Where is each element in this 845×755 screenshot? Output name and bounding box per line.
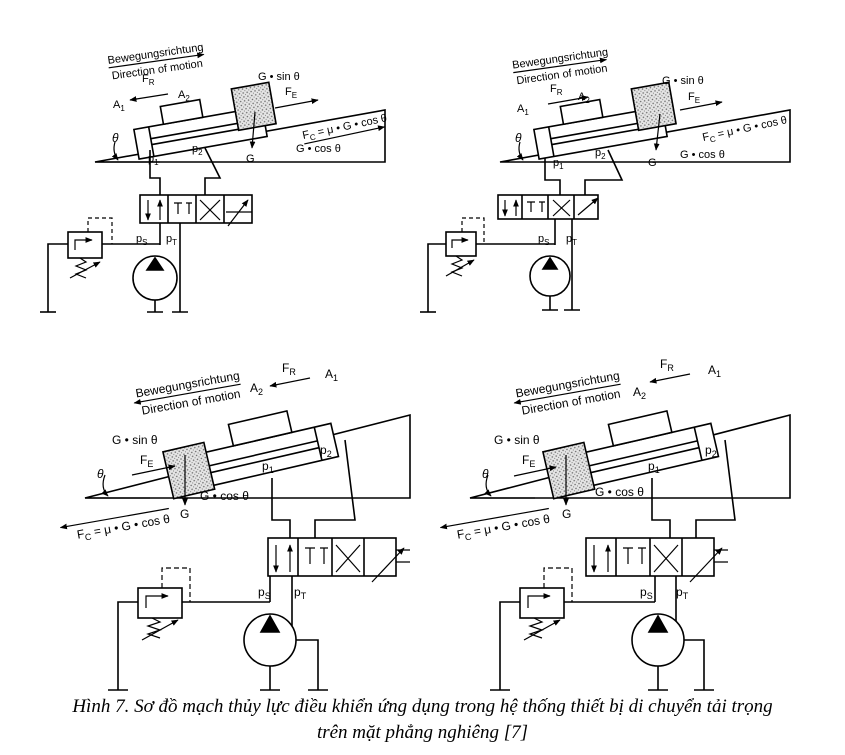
cylinder-cap	[159, 98, 204, 126]
svg-text:A1: A1	[325, 367, 338, 383]
svg-text:FR: FR	[660, 357, 674, 373]
svg-text:A2: A2	[633, 385, 646, 401]
svg-text:G • sin θ: G • sin θ	[662, 75, 704, 87]
svg-text:G • sin θ: G • sin θ	[494, 433, 540, 447]
svg-text:A1: A1	[113, 99, 125, 113]
svg-text:G • cos θ: G • cos θ	[296, 143, 341, 155]
svg-text:G: G	[562, 507, 571, 521]
svg-text:p2: p2	[192, 143, 203, 157]
svg-text:G • sin θ: G • sin θ	[112, 433, 158, 447]
svg-text:G: G	[180, 507, 189, 521]
svg-text:pT: pT	[566, 233, 577, 247]
svg-text:A2: A2	[178, 89, 190, 103]
svg-text:θ: θ	[482, 467, 489, 481]
svg-text:pS: pS	[258, 585, 271, 601]
svg-text:FR: FR	[550, 83, 563, 97]
svg-text:pS: pS	[538, 233, 549, 247]
svg-text:G: G	[246, 153, 255, 165]
svg-text:p2: p2	[320, 443, 332, 459]
svg-text:p2: p2	[705, 443, 717, 459]
svg-text:pT: pT	[294, 585, 307, 601]
svg-text:pT: pT	[166, 233, 177, 247]
figure-caption: Hình 7. Sơ đồ mạch thủy lực điều khiển ứ…	[0, 694, 845, 746]
svg-text:θ: θ	[112, 131, 119, 145]
svg-text:A1: A1	[517, 103, 529, 117]
hydraulic-circuit-figure: Bewegungsrichtung Direction of motion θ …	[40, 42, 791, 691]
svg-text:G • cos θ: G • cos θ	[200, 489, 249, 503]
svg-text:A1: A1	[708, 363, 721, 379]
svg-text:FR: FR	[142, 73, 155, 87]
svg-text:FC = μ • G • cos θ: FC = μ • G • cos θ	[701, 114, 788, 146]
svg-text:p1: p1	[648, 459, 660, 475]
svg-text:FE: FE	[285, 86, 297, 100]
svg-text:p1: p1	[148, 153, 159, 167]
svg-text:A2: A2	[250, 381, 263, 397]
svg-text:FE: FE	[688, 91, 700, 105]
circuit-panel-4: Bewegungsrichtung Direction of motion θ …	[439, 357, 791, 691]
svg-text:pT: pT	[676, 585, 689, 601]
svg-text:FR: FR	[282, 361, 296, 377]
load-block	[230, 81, 277, 132]
svg-text:p1: p1	[262, 459, 274, 475]
caption-line-2: trên mặt phẳng nghiêng [7]	[316, 722, 529, 743]
svg-text:p2: p2	[595, 147, 606, 161]
svg-text:pS: pS	[136, 233, 147, 247]
svg-text:G • cos θ: G • cos θ	[680, 149, 725, 161]
circuit-panel-1: Bewegungsrichtung Direction of motion θ …	[40, 42, 388, 313]
svg-text:FE: FE	[522, 453, 535, 469]
svg-text:FE: FE	[140, 453, 153, 469]
caption-line-1: Hình 7. Sơ đồ mạch thủy lực điều khiển ứ…	[72, 696, 773, 717]
circuit-panel-2: Bewegungsrichtung Direction of motion θ …	[420, 46, 791, 313]
circuit-panel-3: Bewegungsrichtung Direction of motion θ …	[59, 361, 411, 691]
svg-text:G • cos θ: G • cos θ	[595, 485, 644, 499]
svg-text:θ: θ	[97, 467, 104, 481]
svg-text:p1: p1	[553, 157, 564, 171]
svg-text:G • sin θ: G • sin θ	[258, 71, 300, 83]
svg-text:pS: pS	[640, 585, 653, 601]
relief-valve	[67, 231, 103, 259]
svg-text:G: G	[648, 157, 657, 169]
direction-label: Bewegungsrichtung Direction of motion	[107, 42, 205, 82]
svg-text:θ: θ	[515, 131, 522, 145]
